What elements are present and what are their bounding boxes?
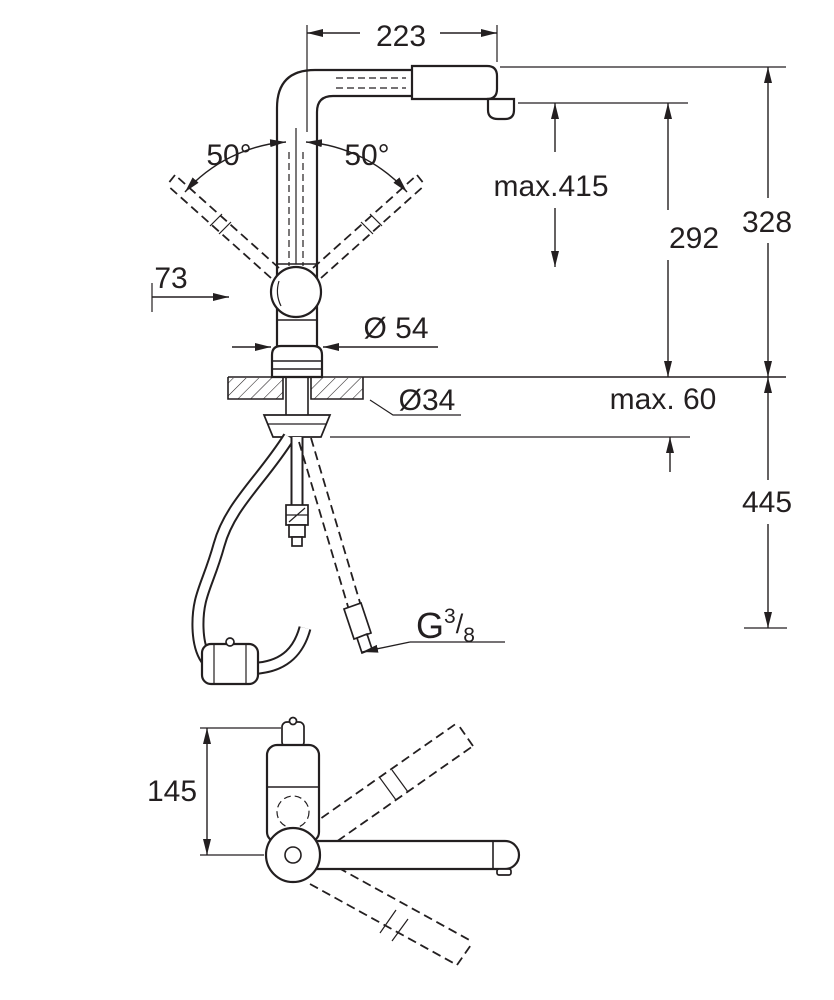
thread-denominator: 8 [463,624,475,647]
dim-label-total-height: 328 [742,206,792,239]
body-joint-lines [277,263,317,321]
dim-label-pullout-height: max.415 [493,170,608,203]
hose-weight [200,642,260,686]
dim-label-hole-diameter: Ø34 [399,384,456,417]
counter-slab-right [310,377,364,400]
counter-hatch-left [228,378,283,399]
thread-letter: G [416,605,444,646]
counter-hatch-right [311,378,363,399]
hose-weight-lines [213,644,247,684]
angle-arc-left [184,139,287,193]
pullout-hose-inner [193,434,310,676]
spray-head [410,64,499,101]
dimension-labels: 223 50° 50° max.415 292 328 73 Ø 54 Ø34 … [147,20,792,808]
lever-top-view [281,721,305,748]
thread-slash: / [456,609,464,639]
diagonal-hose-connector [342,601,373,641]
faucet-outline-inner [315,94,412,346]
hose-connector-tip [291,536,303,547]
inner-hose-dashed-vertical [288,152,304,266]
threaded-shank [285,377,309,415]
dim-label-body-depth: 145 [147,775,197,808]
hose-weight-pin [225,637,235,647]
dim-label-spout-reach: 223 [376,20,426,53]
leader-thread [361,641,411,653]
dim-label-angle-left: 50° [206,139,251,172]
dim-label-thread-size: G3/8 [416,605,475,647]
faucet-main-view [166,64,516,379]
leader-d34 [369,399,461,416]
ext-lines-145 [200,727,281,856]
hose-connector-detail [286,507,308,523]
supply-hose-diagonal [298,437,362,611]
faucet-top-view [200,716,521,966]
countertop-section [227,376,786,400]
dim-label-counter-thickness: max. 60 [610,383,717,416]
dim-label-hose-length: 445 [742,486,792,519]
inner-hose-dashed-horizontal [336,77,406,89]
dim-label-angle-right: 50° [344,139,389,172]
angle-arc-right [305,139,408,193]
thread-numerator: 3 [444,605,456,628]
extension-lines-right [330,66,787,629]
base-flange-lines [272,360,322,370]
ball-shading-arc [276,280,282,307]
hose-connector-nut [288,524,306,538]
mounting-nut [262,414,332,438]
dimensions-main-view [151,25,787,653]
dim-label-outlet-height: 292 [669,222,719,255]
lever-pin [288,716,298,726]
faucet-outline-outer [275,68,412,346]
swivel-arm-upper [309,722,474,850]
dim-label-handle-offset: 73 [154,262,187,295]
swivel-pivot-center [284,846,302,864]
lever-position-right [312,174,426,279]
swivel-arm-lower [309,860,474,966]
handle-ball-joint [269,265,323,319]
spout-nozzle-top-view [496,868,512,876]
ext-lines-223 [306,25,498,132]
counter-slab-left [227,377,284,400]
spray-nozzle [486,97,516,121]
swivel-pivot [264,826,322,884]
spout-arm-top-view [300,839,521,871]
dim-label-base-diameter: Ø 54 [363,312,428,345]
under-counter-assembly [191,377,374,686]
